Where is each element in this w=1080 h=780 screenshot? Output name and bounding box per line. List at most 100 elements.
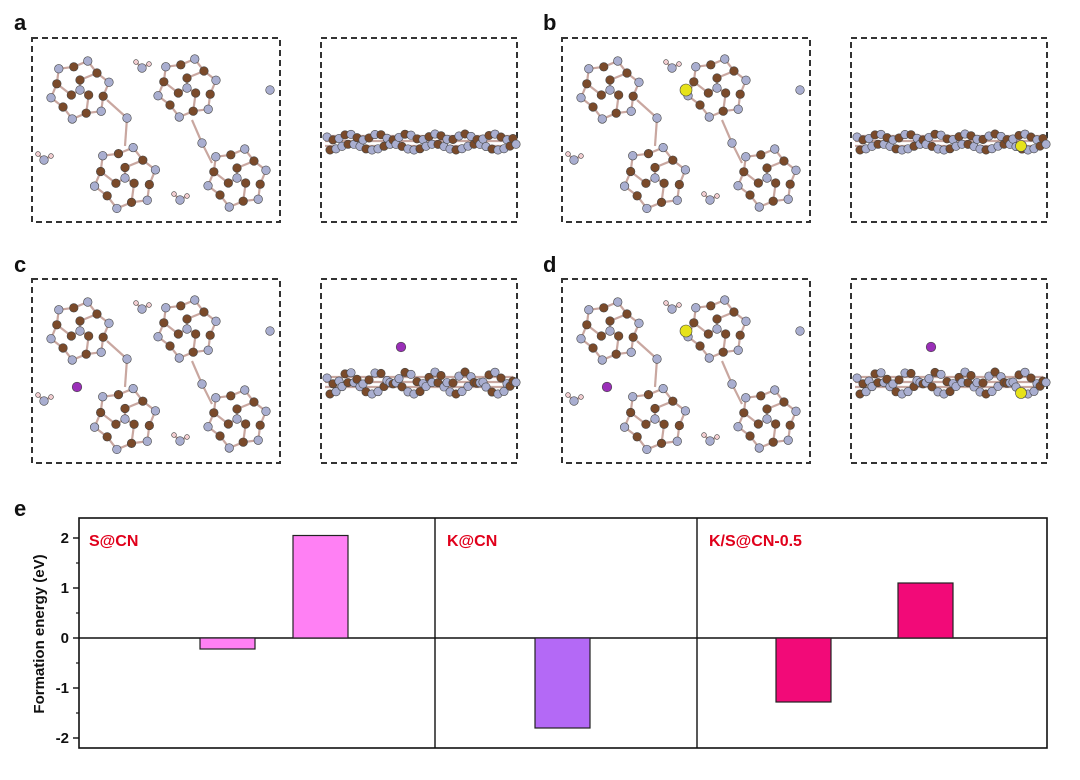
nitrogen-atom [511,139,521,149]
nitrogen-atom [770,385,780,395]
carbon-atom [126,438,137,448]
nitrogen-atom [394,374,404,384]
carbon-atom [129,178,139,188]
nitrogen-atom [791,165,801,175]
carbon-atom [641,178,651,188]
nitrogen-atom [104,318,114,328]
nitrogen-atom [261,406,271,416]
nitrogen-atom [658,383,668,394]
carbon-atom [745,431,755,441]
sulfur-atom [1015,387,1027,399]
nitrogen-atom [346,368,356,378]
nitrogen-atom [720,295,730,305]
carbon-atom [176,60,186,70]
carbon-atom [126,197,137,207]
hydrogen-atom [714,193,720,199]
carbon-atom [605,75,615,85]
carbon-atom [241,178,251,188]
side-view-b [850,37,1051,223]
nitrogen-atom [634,77,644,87]
nitrogen-atom [569,155,579,165]
carbon-atom [588,102,598,112]
top-view-frame [31,37,281,223]
carbon-atom [92,68,102,78]
carbon-atom [695,341,705,351]
nitrogen-atom [876,368,886,378]
nitrogen-atom [253,435,263,445]
carbon-atom [659,178,669,188]
carbon-atom [703,329,713,339]
carbon-atom [674,179,684,190]
nitrogen-atom [613,56,623,66]
carbon-atom [906,368,916,378]
nitrogen-atom [650,414,660,424]
nitrogen-atom [120,173,130,183]
nitrogen-atom [720,54,730,64]
nitrogen-atom [175,436,185,446]
bar [534,637,591,729]
carbon-atom [199,307,209,317]
nitrogen-atom [240,144,250,154]
carbon-atom [120,403,130,414]
nitrogen-atom [46,93,56,103]
carbon-atom [191,88,201,98]
nitrogen-atom [770,144,780,154]
nitrogen-atom [175,195,185,205]
nitrogen-atom [490,367,500,377]
nitrogen-atom [46,334,56,344]
nitrogen-atom [741,75,751,85]
nitrogen-atom [122,354,132,364]
carbon-atom [144,179,154,190]
nitrogen-atom [128,383,138,394]
carbon-atom [599,62,609,72]
nitrogen-atom [642,444,652,455]
carbon-atom [894,375,904,385]
carbon-atom [668,396,678,406]
carbon-atom [596,90,606,100]
top-view-frame [561,37,811,223]
nitrogen-atom [104,77,114,87]
nitrogen-atom [142,195,152,205]
carbon-atom [159,318,169,328]
nitrogen-atom [182,324,192,334]
y-tick-label: 2 [61,530,69,547]
nitrogen-atom [733,181,743,191]
carbon-atom [81,349,91,359]
nitrogen-atom [705,195,715,205]
nitrogen-atom [704,353,714,363]
hydrogen-atom [48,153,54,159]
nitrogen-atom [741,393,751,403]
hydrogen-atom [701,191,707,197]
nitrogen-atom [795,326,805,336]
carbon-atom [84,331,94,341]
nitrogen-atom [628,151,638,161]
nitrogen-atom [232,173,242,183]
carbon-atom [611,349,621,359]
carbon-atom [614,331,624,341]
nitrogen-atom [67,114,77,124]
nitrogen-atom [203,422,213,432]
carbon-atom [173,329,183,339]
potassium-atom [71,381,83,393]
carbon-atom [756,391,766,401]
carbon-atom [771,419,781,429]
carbon-atom [768,437,778,447]
carbon-atom [138,155,148,165]
carbon-atom [120,162,130,173]
hydrogen-atom [35,151,41,157]
carbon-atom [144,420,154,431]
carbon-atom [66,90,76,100]
nitrogen-atom [161,62,171,72]
y-axis-label: Formation energy (eV) [31,554,48,713]
carbon-atom [745,190,755,200]
nitrogen-atom [481,382,491,392]
nitrogen-atom [265,85,275,95]
sulfur-atom [679,324,693,338]
nitrogen-atom [83,297,93,307]
carbon-atom [364,375,374,385]
nitrogen-atom [211,75,221,85]
potassium-atom [601,381,613,393]
hydrogen-atom [676,302,682,308]
carbon-atom [596,331,606,341]
nitrogen-atom [174,353,184,363]
